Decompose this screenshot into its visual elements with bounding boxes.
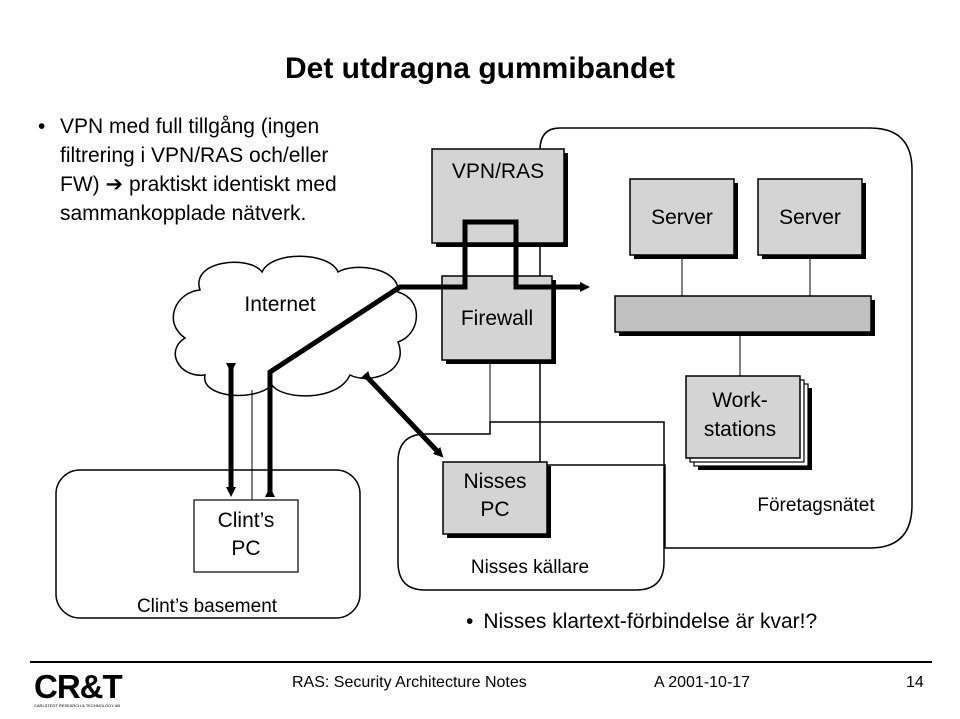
bullet-line-4: sammankopplade nätverk. (60, 202, 307, 225)
bullet-dot: • (38, 115, 46, 138)
bullet-line-1: VPN med full tillgång (ingen (60, 115, 320, 138)
bottom-note: • Nisses klartext-förbindelse är kvar!? (466, 610, 817, 634)
clints-basement-label: Clint’s basement (137, 596, 278, 617)
workstations-label-1: Work- (712, 389, 768, 412)
bullet-list: • VPN med full tillgång (ingen filtrerin… (38, 112, 398, 228)
clints-pc-box (193, 499, 299, 573)
vpn-ras-label: VPN/RAS (452, 160, 544, 183)
rubber-band-path (265, 219, 590, 497)
clints-pc-label-2: PC (231, 537, 260, 560)
footer-version-date: A 2001-10-17 (654, 674, 751, 691)
clints-basement-boundary (55, 469, 361, 619)
clints-pc-label-1: Clint’s (218, 509, 275, 532)
internet-cloud (172, 255, 418, 397)
bottom-note-text: Nisses klartext-förbindelse är kvar!? (483, 610, 818, 633)
internet-nisses-arrow (360, 370, 444, 458)
slide-title: Det utdragna gummibandet (284, 52, 675, 85)
nisses-pc-label-1: Nisses (463, 470, 526, 493)
bullet-line-2: filtrering i VPN/RAS och/eller (60, 144, 329, 167)
bullet-line-3-pre: FW) (60, 173, 100, 196)
network-bar (614, 295, 872, 333)
vpn-ras-box (431, 148, 565, 244)
crt-logo: CR&T CARLSTEDT RESEARCH & TECHNOLOGY AB (34, 668, 129, 711)
server-label-1: Server (651, 206, 713, 229)
logo-subtext: CARLSTEDT RESEARCH & TECHNOLOGY AB (34, 703, 121, 708)
logo-text: CR&T (34, 668, 123, 705)
workstations-label-2: stations (704, 418, 776, 441)
footer-doc-title: RAS: Security Architecture Notes (292, 674, 527, 691)
footer-divider (30, 661, 932, 663)
firewall-label: Firewall (461, 307, 533, 330)
server-box-2 (757, 178, 863, 256)
workstations-box (685, 375, 801, 459)
foretagsnatet-label: Företagsnätet (757, 495, 875, 516)
nisses-kallare-label: Nisses källare (471, 557, 589, 578)
bullet-line-3-post: praktiskt identiskt med (128, 173, 337, 196)
foretagsnatet-boundary (539, 127, 913, 549)
right-arrow-icon: ➔ (105, 173, 124, 196)
nisses-pc-label-2: PC (480, 498, 509, 521)
server-label-2: Server (779, 206, 841, 229)
internet-label: Internet (244, 293, 315, 316)
bullet-line-3: FW) ➔ praktiskt identiskt med (60, 170, 398, 199)
server-box-1 (629, 178, 735, 256)
footer-page-number: 14 (906, 674, 924, 691)
bullet-dot: • (466, 610, 474, 633)
